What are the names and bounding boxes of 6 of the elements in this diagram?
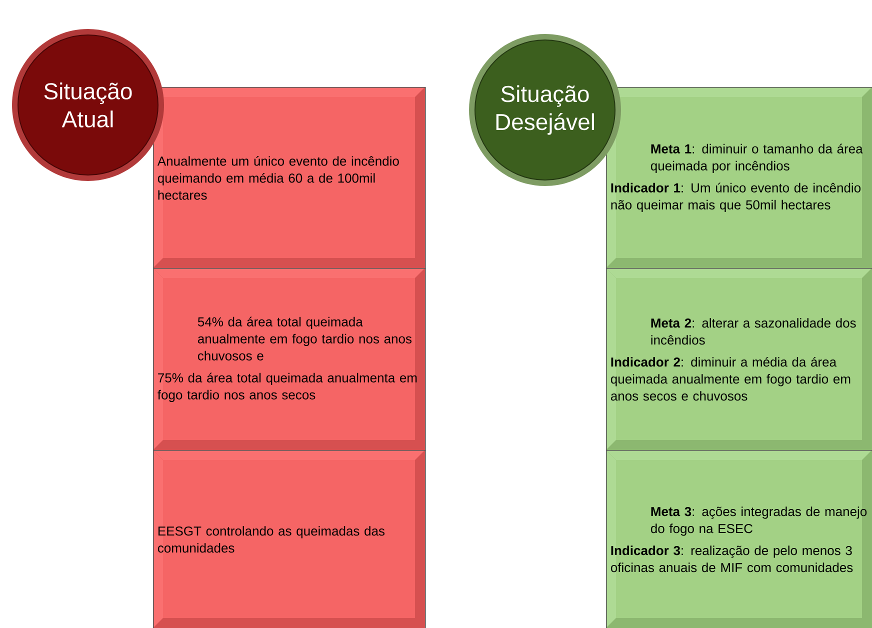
text-box: EESGT controlando as queimadas das comunidades — [153, 450, 426, 628]
text-box: Meta 3: ações integradas de manejo do fogo na ESEC Indicador 3: realização de pelo menos 3 oficinas anuais de MIF com comunidades — [606, 450, 872, 628]
text-box: 54% da área total queimada anualmente em fogo tardio nos anos chuvosos e 75% da área total queimada anualmenta em fogo tardio nos anos secos — [153, 268, 426, 451]
text-box: Meta 1: diminuir o tamanho da área queimada por incêndios Indicador 1: Um único evento de incêndio não queimar mais que 50mil hectares — [606, 87, 872, 269]
text-box: Anualmente um único evento de incêndio queimando em média 60 a de 100mil hectares — [153, 87, 426, 269]
text-box: Meta 2: alterar a sazonalidade dos incêndios Indicador 2: diminuir a média da área queimada anualmente em fogo tardio em anos secos e chuvosos — [606, 268, 872, 451]
